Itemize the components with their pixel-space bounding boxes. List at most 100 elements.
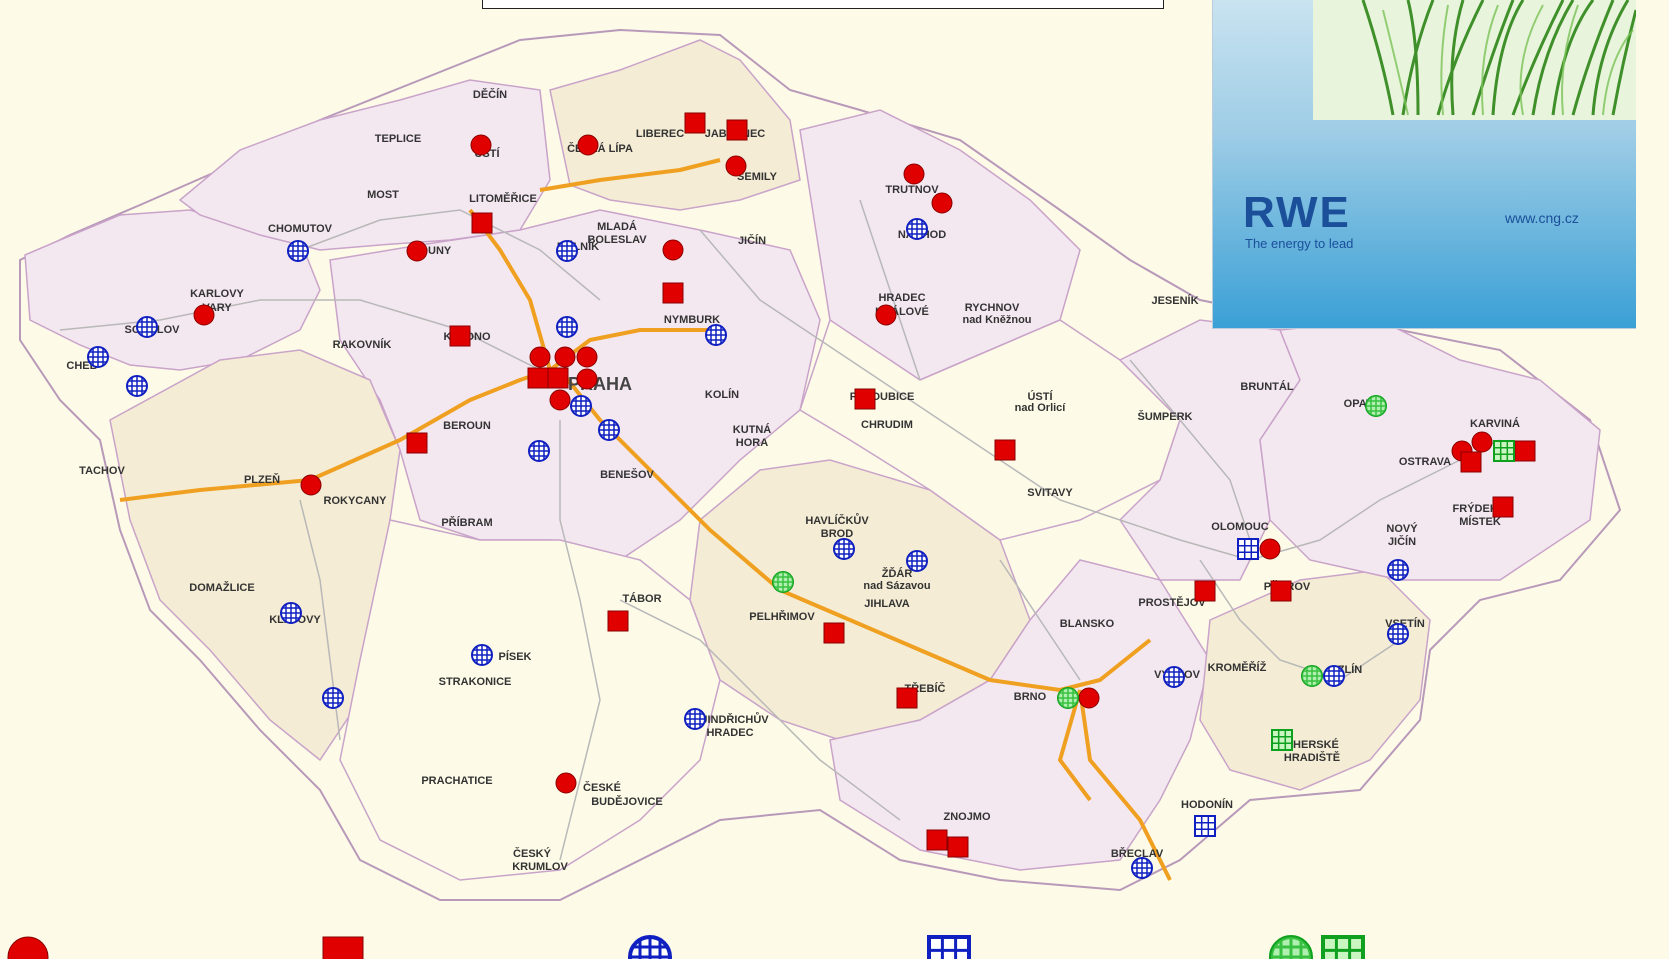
city-label: BROD [821,528,853,540]
highway-0 [119,368,551,502]
station-marker-square[interactable] [1492,496,1514,518]
station-marker-square[interactable] [547,367,569,389]
city-label: HORA [736,437,768,449]
grass-graphic [1313,0,1636,120]
station-marker-square[interactable] [322,936,364,959]
station-marker-cross[interactable] [570,395,592,417]
city-label: RAKOVNÍK [333,338,392,351]
station-marker-circle[interactable] [300,474,322,496]
station-marker-square[interactable] [926,829,948,851]
station-marker-circle[interactable] [903,163,925,185]
station-marker-cross[interactable] [287,240,309,262]
road-8 [619,599,901,821]
station-marker-square[interactable] [1460,451,1482,473]
station-marker-circle[interactable] [662,239,684,261]
station-marker-square[interactable] [471,212,493,234]
station-marker-square[interactable] [823,622,845,644]
station-marker-cross[interactable] [598,419,620,441]
station-marker-circle[interactable] [193,304,215,326]
station-marker-ggridsq[interactable] [1321,935,1365,959]
station-marker-square[interactable] [726,119,748,141]
station-marker-cross[interactable] [1387,559,1409,581]
station-marker-cross[interactable] [87,346,109,368]
station-marker-gridsq[interactable] [927,935,971,959]
station-marker-circle[interactable] [1471,431,1493,453]
station-marker-cross[interactable] [322,687,344,709]
rwe-advert[interactable]: RWE The energy to lead www.cng.cz [1212,0,1636,329]
city-label: HODONÍN [1181,798,1233,811]
station-marker-cross[interactable] [1163,666,1185,688]
station-marker-circle[interactable] [577,134,599,156]
city-label: nad Sázavou [863,580,930,592]
station-marker-cross[interactable] [906,550,928,572]
station-marker-gcross[interactable] [772,571,794,593]
station-marker-circle[interactable] [529,346,551,368]
highway-4 [1078,689,1172,881]
station-marker-square[interactable] [1194,580,1216,602]
station-marker-gcross[interactable] [1269,935,1313,959]
city-label: PRACHATICE [421,775,492,787]
station-marker-gcross[interactable] [1365,395,1387,417]
station-marker-square[interactable] [662,282,684,304]
station-marker-circle[interactable] [1078,687,1100,709]
station-marker-cross[interactable] [1387,623,1409,645]
city-label: NYMBURK [664,314,720,326]
highway-6 [539,158,721,192]
station-marker-circle[interactable] [7,936,49,959]
station-marker-cross[interactable] [705,324,727,346]
station-marker-square[interactable] [854,388,876,410]
station-marker-circle[interactable] [1259,538,1281,560]
city-label: KROMĚŘÍŽ [1208,661,1267,674]
station-marker-cross[interactable] [528,440,550,462]
station-marker-circle[interactable] [555,772,577,794]
station-marker-gridsq[interactable] [1237,538,1259,560]
station-marker-cross[interactable] [471,644,493,666]
station-marker-square[interactable] [406,432,428,454]
city-label: BENEŠOV [600,468,654,481]
station-marker-circle[interactable] [576,346,598,368]
station-marker-square[interactable] [607,610,629,632]
city-label: PÍSEK [498,650,531,663]
cng-url-link[interactable]: www.cng.cz [1505,210,1579,226]
station-marker-cross[interactable] [280,602,302,624]
city-label: ČESKÁ LÍPA [567,142,633,155]
station-marker-cross[interactable] [628,935,672,959]
station-marker-square[interactable] [994,439,1016,461]
city-label: BUDĚJOVICE [591,795,663,808]
city-label: BRUNTÁL [1240,380,1293,393]
station-marker-circle[interactable] [549,389,571,411]
city-label: MÍSTEK [1459,515,1501,528]
station-marker-square[interactable] [896,687,918,709]
city-label: HRADIŠTĚ [1284,751,1340,764]
city-label: BŘECLAV [1111,847,1164,860]
station-marker-square[interactable] [1270,580,1292,602]
station-marker-cross[interactable] [833,538,855,560]
station-marker-square[interactable] [449,325,471,347]
station-marker-cross[interactable] [136,316,158,338]
station-marker-ggridsq[interactable] [1271,729,1293,751]
station-marker-circle[interactable] [725,155,747,177]
station-marker-circle[interactable] [406,240,428,262]
station-marker-gcross[interactable] [1057,687,1079,709]
station-marker-circle[interactable] [554,346,576,368]
station-marker-square[interactable] [684,112,706,134]
station-marker-gcross[interactable] [1301,665,1323,687]
station-marker-cross[interactable] [684,708,706,730]
station-marker-square[interactable] [527,367,549,389]
station-marker-square[interactable] [1514,440,1536,462]
station-marker-circle[interactable] [470,134,492,156]
road-10 [1129,359,1251,541]
station-marker-cross[interactable] [126,375,148,397]
station-marker-ggridsq[interactable] [1493,440,1515,462]
station-marker-gridsq[interactable] [1194,815,1216,837]
city-label: HRADEC [706,727,753,739]
station-marker-circle[interactable] [576,368,598,390]
station-marker-circle[interactable] [931,192,953,214]
station-marker-cross[interactable] [556,316,578,338]
station-marker-cross[interactable] [556,240,578,262]
station-marker-cross[interactable] [1131,857,1153,879]
station-marker-square[interactable] [947,836,969,858]
station-marker-circle[interactable] [875,304,897,326]
station-marker-cross[interactable] [1323,665,1345,687]
station-marker-cross[interactable] [906,218,928,240]
